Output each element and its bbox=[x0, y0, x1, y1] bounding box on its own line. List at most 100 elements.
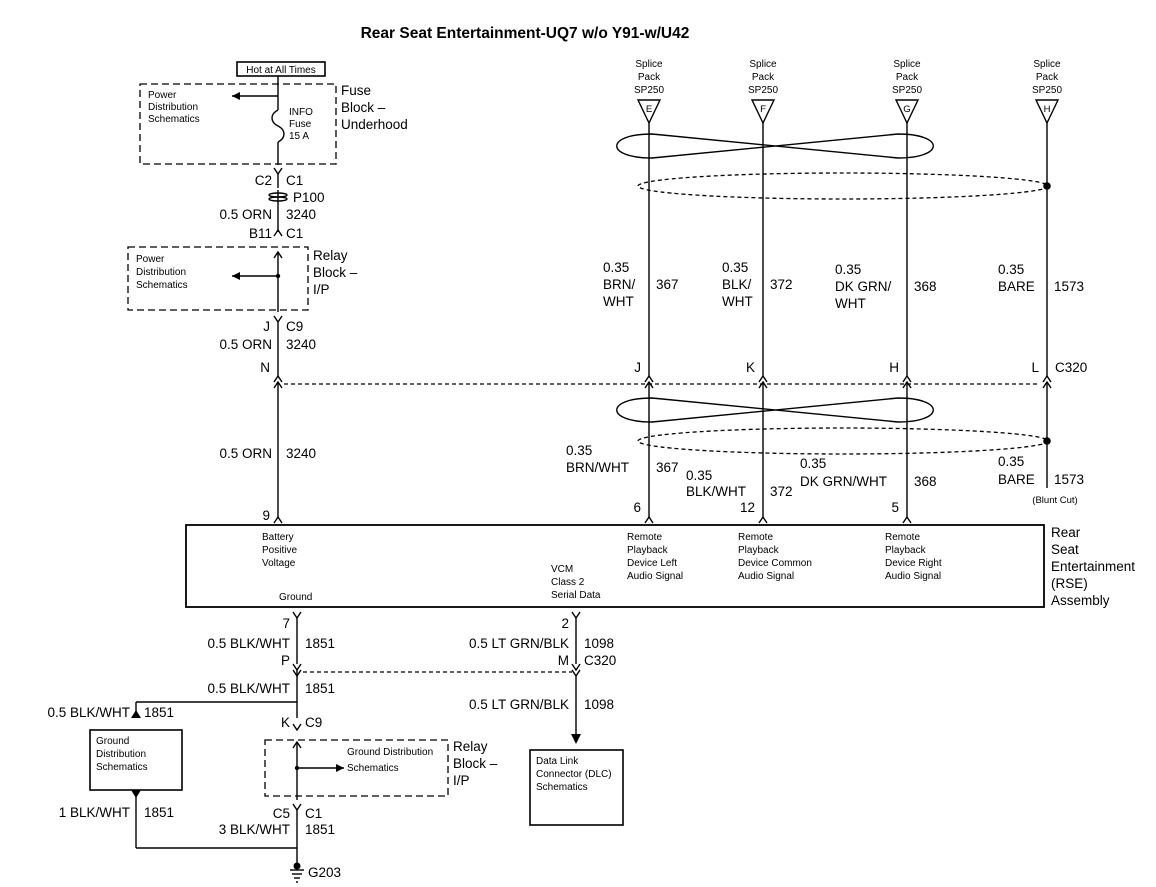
data-circuit: 2 0.5 LT GRN/BLK 1098 M C320 0.5 LT GRN/… bbox=[469, 611, 616, 744]
wire-color-label: BLK/ bbox=[722, 277, 752, 292]
pds-label-line: Distribution bbox=[148, 102, 198, 113]
wire-color-label: 0.5 BLK/WHT bbox=[207, 636, 290, 651]
relay-block-name: Relay bbox=[453, 739, 488, 754]
shield-lower-icon bbox=[637, 427, 1049, 455]
power-circuit: C2 C1 P100 0.5 ORN 3240 B11 C1 bbox=[219, 167, 325, 241]
wire-gauge-label: 0.35 bbox=[722, 260, 748, 275]
twisted-pair-upper-icon bbox=[616, 133, 934, 159]
pin-label: K bbox=[746, 360, 755, 375]
wire-number-label: 3240 bbox=[286, 446, 316, 461]
rse-pin-function: Playback bbox=[627, 545, 669, 556]
rse-pin-function: Positive bbox=[262, 545, 297, 556]
relay-block-name: I/P bbox=[313, 282, 330, 297]
connector-male-icon bbox=[273, 228, 283, 237]
pin-label: J bbox=[634, 360, 641, 375]
wire-number-label: 3240 bbox=[286, 207, 316, 222]
splice-pack-label: SP250 bbox=[634, 85, 664, 96]
rse-pin-function: Remote bbox=[885, 532, 920, 543]
pin-label: L bbox=[1031, 360, 1039, 375]
rse-pin-function: Serial Data bbox=[551, 590, 601, 601]
connector-label: C5 bbox=[273, 806, 290, 821]
hot-at-all-times-label: Hot at All Times bbox=[246, 65, 315, 76]
blunt-cut-note: (Blunt Cut) bbox=[1032, 495, 1077, 506]
pin-label: 6 bbox=[633, 500, 641, 515]
wire-number-label: 372 bbox=[770, 277, 793, 292]
pin-label: 2 bbox=[561, 616, 569, 631]
relay-block-outline bbox=[264, 739, 449, 797]
ground-circuit: 7 0.5 BLK/WHT 1851 P 0.5 BLK/WHT 1851 0.… bbox=[47, 611, 572, 732]
wire-number-label: 1573 bbox=[1054, 472, 1084, 487]
wire-color-label: 0.5 LT GRN/BLK bbox=[469, 636, 569, 651]
wire-color-label: 1 BLK/WHT bbox=[59, 805, 130, 820]
rse-assembly: Battery Positive Voltage Ground VCM Clas… bbox=[185, 524, 1135, 608]
connector-label: K bbox=[281, 715, 290, 730]
rse-assembly-name: Entertainment bbox=[1051, 559, 1135, 574]
connector-label: C1 bbox=[286, 226, 303, 241]
wire-number-label: 1851 bbox=[305, 822, 335, 837]
splice-pin-label: F bbox=[760, 104, 766, 115]
connector-label: J bbox=[263, 319, 270, 334]
splice-pack-label: SP250 bbox=[748, 85, 778, 96]
dlc-box-label: Connector (DLC) bbox=[536, 769, 612, 780]
connector-label: C1 bbox=[286, 173, 303, 188]
wire-color-label: WHT bbox=[722, 294, 753, 309]
wire-number-label: 1851 bbox=[144, 805, 174, 820]
splice-pack-f: Splice Pack SP250 F bbox=[748, 59, 778, 125]
arrow-right-icon bbox=[336, 764, 344, 772]
pin-label: 12 bbox=[740, 500, 755, 515]
splice-pin-label: G bbox=[903, 104, 910, 115]
wire-number-label: 1573 bbox=[1054, 279, 1084, 294]
arrow-left-icon bbox=[232, 272, 240, 280]
dlc-box-label: Data Link bbox=[536, 756, 579, 767]
dlc-box-label: Schematics bbox=[536, 782, 588, 793]
pds-label-line: Schematics bbox=[136, 280, 188, 291]
relay-block-name: Block – bbox=[313, 265, 358, 280]
ground-box-label: Schematics bbox=[96, 762, 148, 773]
rse-assembly-box bbox=[185, 524, 1045, 608]
rse-pin-function: VCM bbox=[551, 564, 573, 575]
splice-pack-label: SP250 bbox=[1032, 85, 1062, 96]
connector-female-icon bbox=[273, 315, 283, 324]
fuse-label-line: INFO bbox=[289, 107, 313, 118]
wire-color-label: 0.5 ORN bbox=[219, 207, 272, 222]
relay-block-name: I/P bbox=[453, 773, 470, 788]
splice-pack-triangle-icon bbox=[750, 99, 776, 125]
rse-pin-function: Audio Signal bbox=[738, 571, 794, 582]
arrow-left-icon bbox=[232, 92, 240, 100]
ground-symbol-icon bbox=[290, 869, 304, 883]
arrow-down-icon bbox=[571, 734, 581, 744]
wire-color-label: BLK/WHT bbox=[686, 484, 746, 499]
wire-color-label: DK GRN/ bbox=[835, 279, 892, 294]
audio-wires bbox=[644, 123, 1052, 524]
wire-color-label: WHT bbox=[603, 294, 634, 309]
pds-label-line: Distribution bbox=[136, 267, 186, 278]
wire-gauge-label: 0.35 bbox=[998, 262, 1024, 277]
splice-pack-label: Pack bbox=[638, 72, 661, 83]
wire-color-label: 0.5 BLK/WHT bbox=[47, 705, 130, 720]
wire-color-label: DK GRN/WHT bbox=[800, 474, 887, 489]
arrow-down-icon bbox=[131, 790, 141, 798]
pds-label-line: Power bbox=[136, 254, 165, 265]
pin-label: H bbox=[889, 360, 899, 375]
splice-dot bbox=[293, 862, 301, 870]
dlc-schematics-box: Data Link Connector (DLC) Schematics bbox=[529, 749, 624, 826]
fuse-label-line: 15 A bbox=[289, 131, 309, 142]
power-circuit-lower: J C9 0.5 ORN 3240 N 0.5 ORN 3240 9 bbox=[219, 315, 316, 524]
fuse-block-outline bbox=[139, 83, 337, 165]
p100-label: P100 bbox=[293, 190, 325, 205]
splice-pack-g: Splice Pack SP250 G bbox=[892, 59, 922, 125]
splice-pack-label: Splice bbox=[749, 59, 777, 70]
ground-distribution-box: Ground Distribution Schematics bbox=[89, 729, 183, 791]
wire-number-label: 367 bbox=[656, 460, 679, 475]
splice-pack-triangle-icon bbox=[636, 99, 662, 125]
splice-pack-label: Pack bbox=[896, 72, 919, 83]
wire-color-label: BRN/ bbox=[603, 277, 636, 292]
wire-gauge-label: 0.35 bbox=[686, 468, 712, 483]
rse-pin-function: Audio Signal bbox=[627, 571, 683, 582]
fuse-block-name: Block – bbox=[341, 100, 386, 115]
splice-pack-label: Pack bbox=[1036, 72, 1059, 83]
wire-number-label: 372 bbox=[770, 484, 793, 499]
relay-block-ip-upper: Power Distribution Schematics Relay Bloc… bbox=[127, 246, 358, 312]
fuse-block-name: Underhood bbox=[341, 117, 408, 132]
